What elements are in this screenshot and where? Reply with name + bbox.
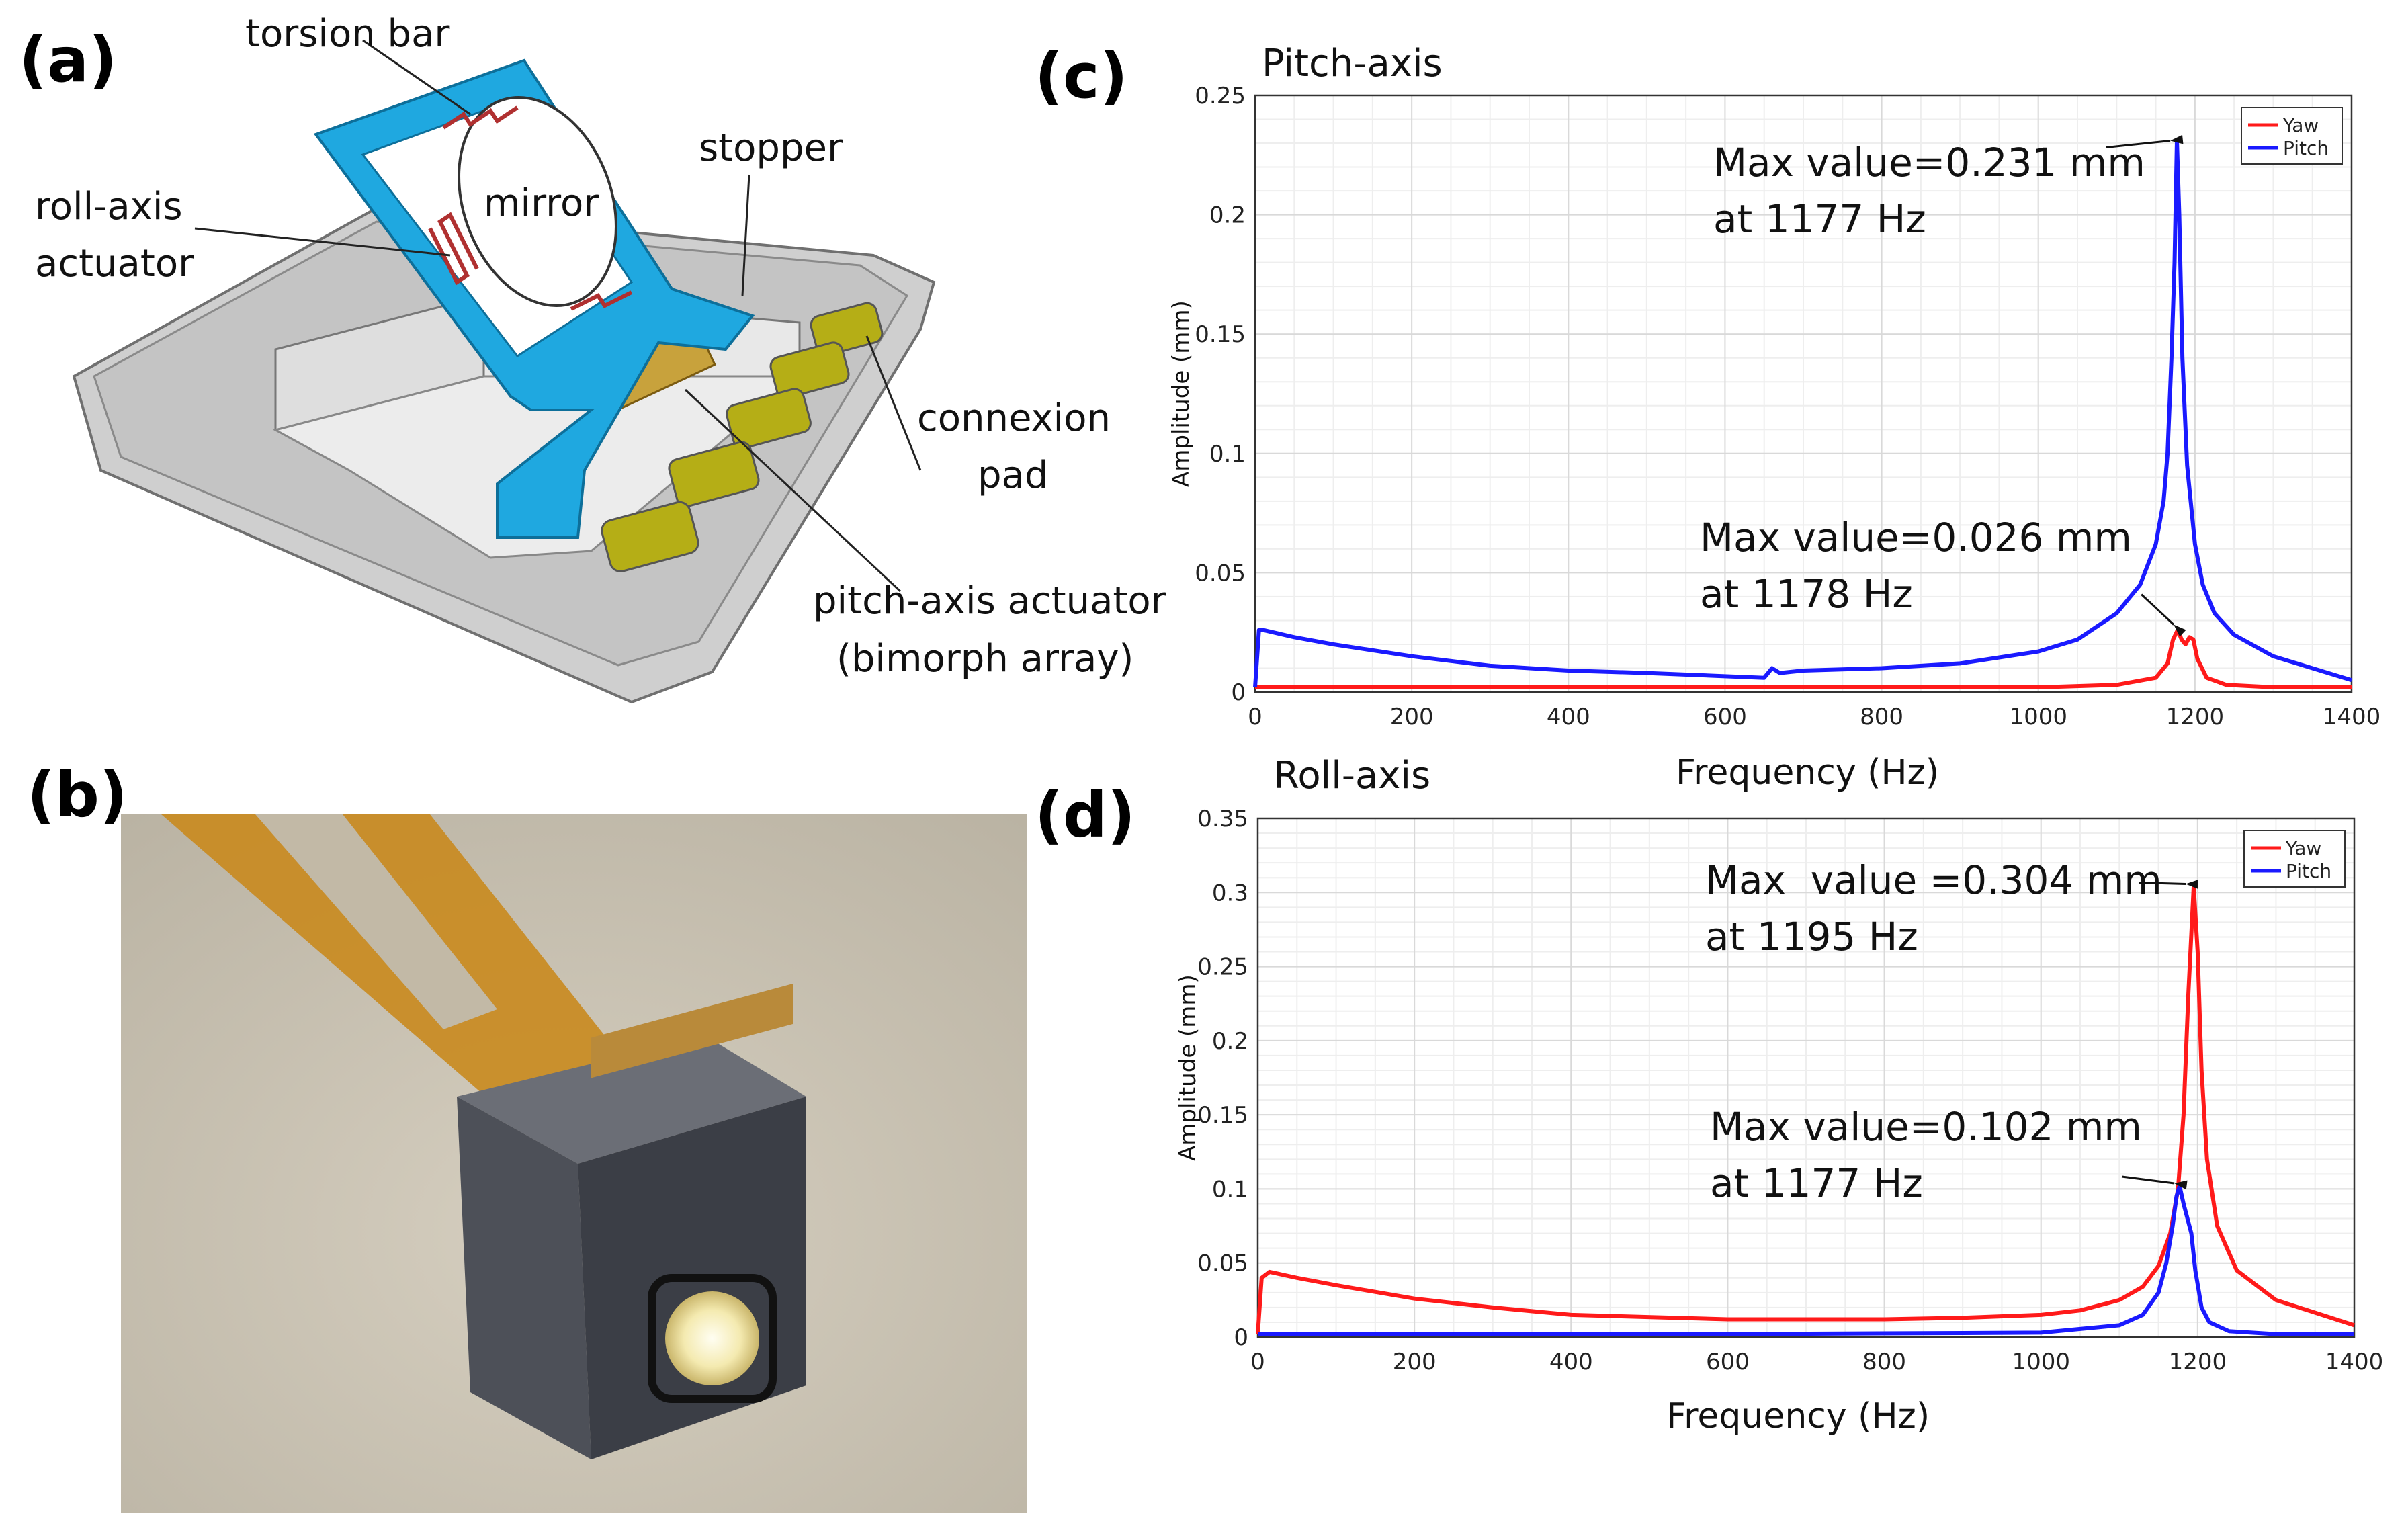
y-tick-label: 0.15: [1197, 1102, 1248, 1129]
leader-stopper: [741, 174, 750, 296]
cube-top: [457, 1036, 806, 1164]
x-tick-label: 800: [1862, 1349, 1906, 1375]
chart-roll-axis: 0 200 400 600 800 1000 1200 1400 0 0.05 0.1 0.15 0.2…: [1197, 806, 2384, 1375]
annotation-arrow: [2141, 593, 2175, 626]
y-tick-label: 0.2: [1209, 202, 1246, 229]
y-tick-label: 0.1: [1209, 441, 1246, 468]
panel-label-b: (b): [27, 759, 128, 831]
plot-frame: [1254, 94, 2353, 693]
label-stopper: stopper: [699, 126, 843, 170]
chart-c-title: Pitch-axis: [1262, 42, 1443, 85]
label-bimorph-array: (bimorph array): [836, 637, 1134, 681]
leader-connexion: [865, 335, 922, 471]
chart-d-xlabel: Frequency (Hz): [1666, 1396, 1930, 1437]
flex-cable-slot: [255, 814, 497, 1029]
series-line-yaw: [1256, 884, 2355, 1334]
connexion-pad-1: [810, 302, 884, 357]
x-tick-label: 1000: [2009, 703, 2067, 730]
x-tick-label: 0: [1248, 703, 1262, 730]
legend-label-pitch: Pitch: [2283, 137, 2329, 159]
connexion-pad-4: [668, 441, 760, 508]
legend-label-pitch: Pitch: [2286, 860, 2331, 882]
y-tick-label: 0.3: [1212, 880, 1248, 906]
label-mirror: mirror: [484, 181, 599, 225]
legend-box: [2243, 830, 2346, 888]
legend-box: [2241, 107, 2343, 165]
leader-roll: [194, 227, 451, 257]
annotation-arrowhead: [2174, 1180, 2188, 1190]
y-tick-label: 0.25: [1195, 83, 1246, 110]
annotation-arrow: [2138, 881, 2186, 885]
label-torsion-bar: torsion bar: [245, 12, 450, 56]
y-tick-label: 0.2: [1212, 1028, 1248, 1055]
y-tick-label: 0.05: [1195, 560, 1246, 587]
leader-torsion: [362, 39, 471, 116]
y-tick-label: 0.25: [1197, 954, 1248, 981]
mirror-disc: [458, 96, 617, 307]
y-tick-label: 0.35: [1197, 806, 1248, 832]
label-pitch-actuator: pitch-axis actuator: [813, 579, 1166, 623]
x-tick-label: 1200: [2169, 1349, 2227, 1375]
legend-label-yaw: Yaw: [2282, 114, 2319, 136]
torsion-bar: [442, 105, 519, 130]
annotation-c-yaw-max: Max value=0.026 mm at 1178 Hz: [1700, 515, 2132, 617]
device-schematic: [72, 39, 936, 704]
x-tick-label: 200: [1393, 1349, 1436, 1375]
x-tick-label: 1400: [2325, 1349, 2384, 1375]
label-connexion: connexion: [917, 396, 1111, 440]
connexion-pad-3: [726, 388, 812, 450]
cube-left: [457, 1097, 591, 1459]
annotation-arrowhead: [2186, 880, 2199, 889]
roll-actuator-spring: [428, 212, 479, 286]
x-tick-label: 0: [1250, 1349, 1265, 1375]
x-tick-label: 400: [1547, 703, 1590, 730]
annotation-arrowhead: [2174, 624, 2186, 637]
x-tick-label: 1000: [2012, 1349, 2070, 1375]
x-tick-label: 600: [1706, 1349, 1750, 1375]
series-line-pitch: [1253, 138, 2352, 688]
chart-pitch-axis: 0 200 400 600 800 1000 1200 1400 0 0.05 0.1 0.15 0.2…: [1195, 83, 2381, 730]
pad-strip: [591, 984, 793, 1078]
annotation-arrowhead: [2170, 134, 2184, 144]
chart-d-title: Roll-axis: [1273, 754, 1431, 798]
x-tick-label: 600: [1703, 703, 1747, 730]
y-tick-label: 0.15: [1195, 321, 1246, 348]
legend-label-yaw: Yaw: [2285, 837, 2321, 859]
annotation-d-yaw-max: Max value =0.304 mm at 1195 Hz: [1705, 857, 2162, 959]
annotation-d-pitch-max: Max value=0.102 mm at 1177 Hz: [1710, 1104, 2142, 1206]
panel-label-c: (c): [1035, 40, 1128, 112]
label-roll-axis: roll-axis: [35, 185, 183, 228]
y-tick-label: 0.1: [1212, 1176, 1248, 1203]
x-tick-label: 1400: [2323, 703, 2381, 730]
annotation-arrow: [2121, 1175, 2175, 1185]
connexion-pad-2: [769, 341, 850, 399]
x-tick-label: 800: [1860, 703, 1903, 730]
mirror-housing: [648, 1274, 777, 1403]
label-roll-actuator: actuator: [35, 242, 194, 286]
y-tick-label: 0: [1234, 1324, 1248, 1351]
label-pad: pad: [978, 454, 1049, 497]
chart-c-xlabel: Frequency (Hz): [1676, 753, 1940, 793]
y-tick-label: 0.05: [1197, 1250, 1248, 1277]
panel-label-a: (a): [19, 24, 118, 96]
x-tick-label: 200: [1390, 703, 1434, 730]
annotation-arrow: [2106, 139, 2171, 148]
x-tick-label: 400: [1549, 1349, 1593, 1375]
roll-actuator-spring-2: [570, 290, 633, 311]
annotation-c-pitch-max: Max value=0.231 mm at 1177 Hz: [1713, 140, 2145, 242]
plot-frame: [1256, 817, 2356, 1338]
panel-label-d: (d): [1035, 779, 1135, 851]
connexion-pad-5: [601, 501, 699, 572]
y-tick-label: 0: [1231, 679, 1246, 706]
leader-pitch: [684, 388, 902, 593]
x-tick-label: 1200: [2166, 703, 2225, 730]
device-photo: [121, 814, 1027, 1513]
light-spot: [665, 1291, 759, 1385]
